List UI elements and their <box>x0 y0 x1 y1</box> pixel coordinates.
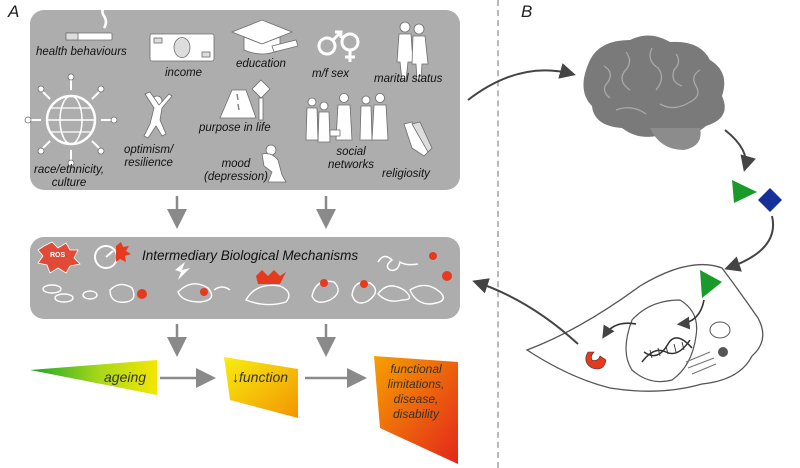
label-social-networks: social networks <box>328 146 375 171</box>
ageing-label: ageing <box>104 369 147 385</box>
panel-letter-b: B <box>521 2 533 21</box>
jumping-person-icon <box>143 91 173 139</box>
cell-icon <box>525 263 764 392</box>
gauge-icon <box>94 245 118 269</box>
limitations-shape <box>374 356 458 464</box>
limitations-label: functional limitations, disease, disabil… <box>387 362 445 421</box>
ageing-wedge <box>30 360 157 395</box>
label-education: education <box>236 58 286 70</box>
cigarette-icon <box>65 4 113 41</box>
mechanisms-title: Intermediary Biological Mechanisms <box>142 248 359 263</box>
panel-divider <box>497 0 499 468</box>
function-shape <box>224 357 298 418</box>
blue-diamond-icon <box>758 188 782 212</box>
label-purpose-in-life: purpose in life <box>199 122 271 134</box>
red-receptor-icon <box>585 351 607 370</box>
vertical-arrows <box>167 196 336 357</box>
banknote-icon <box>149 33 215 62</box>
gender-symbols-icon <box>317 30 360 62</box>
praying-hands-icon <box>403 121 433 157</box>
label-sex: m/f sex <box>312 68 350 80</box>
people-group-icon <box>305 93 389 143</box>
sad-person-icon <box>261 144 287 183</box>
lightning-icon <box>175 262 190 280</box>
panel-letter-a: A <box>8 2 20 21</box>
road-sign-icon <box>219 79 271 121</box>
ros-label: ROS <box>50 252 66 259</box>
brain-icon <box>583 35 725 150</box>
mechanisms-box <box>30 237 460 319</box>
ros-burst-icon <box>37 241 81 274</box>
label-mood-depression: mood (depression) <box>204 158 268 183</box>
label-marital-status: marital status <box>374 73 443 85</box>
function-label: ↓function <box>232 369 289 385</box>
label-religiosity: religiosity <box>382 168 430 180</box>
label-race-ethnicity-culture: race/ethnicity, culture <box>34 164 105 189</box>
label-health-behaviours: health behaviours <box>36 46 127 58</box>
label-optimism-resilience: optimism/ resilience <box>124 144 174 169</box>
globe-people-icon <box>24 73 118 167</box>
couple-icon <box>396 21 429 81</box>
label-income: income <box>165 67 203 79</box>
mechanism-illustrations <box>37 241 452 306</box>
green-triangle-icon <box>732 180 757 203</box>
graduation-cap-icon <box>230 19 299 55</box>
